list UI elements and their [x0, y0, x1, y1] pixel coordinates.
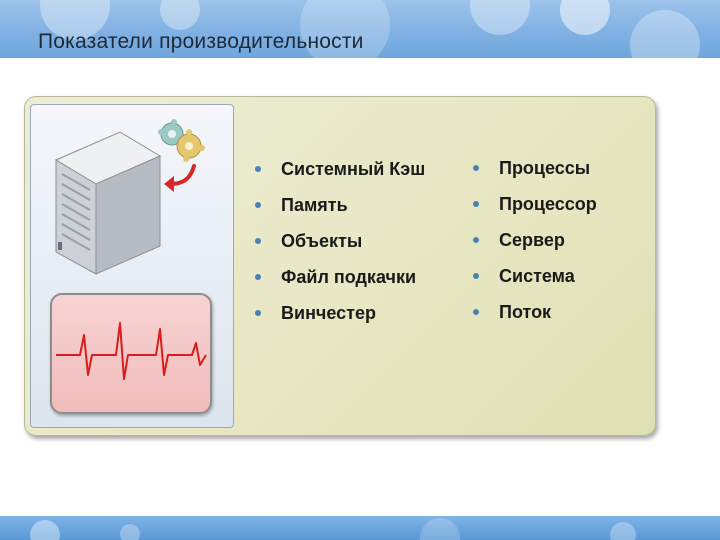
slide-title: Показатели производительности	[38, 30, 364, 53]
decor-bubble	[30, 520, 60, 540]
server-illustration	[54, 119, 205, 275]
list-item-text: Винчестер	[281, 303, 376, 323]
bullet-list-left: Системный Кэш Память Объекты Файл подкач…	[255, 157, 425, 337]
heartbeat-monitor-icon	[50, 293, 212, 414]
list-item: Системный Кэш	[255, 157, 425, 193]
list-item-text: Объекты	[281, 231, 363, 251]
list-item-text: Системный Кэш	[281, 159, 426, 179]
bullet-icon	[473, 165, 479, 171]
decor-bubble	[470, 0, 530, 35]
bullet-icon	[255, 274, 261, 280]
header-band	[0, 0, 720, 58]
bullet-icon	[255, 310, 261, 316]
decor-bubble	[560, 0, 610, 35]
bullet-icon	[255, 238, 261, 244]
bullet-icon	[473, 309, 479, 315]
list-item-text: Процессы	[499, 158, 591, 178]
list-item: Память	[255, 193, 425, 229]
decor-bubble	[610, 522, 636, 540]
list-item-text: Поток	[499, 302, 552, 322]
bullet-icon	[255, 166, 261, 172]
decor-bubble	[120, 524, 140, 540]
decor-bubble	[630, 10, 700, 58]
list-item: Объекты	[255, 229, 425, 265]
bullet-icon	[255, 202, 261, 208]
bullet-list-right: Процессы Процессор Сервер Система Поток	[473, 156, 597, 336]
server-icon	[54, 131, 162, 275]
list-item-text: Файл подкачки	[281, 267, 417, 287]
list-item: Поток	[473, 300, 597, 336]
decor-bubble	[160, 0, 200, 30]
bullet-icon	[473, 201, 479, 207]
list-item: Система	[473, 264, 597, 300]
footer-band	[0, 516, 720, 540]
gear-icon	[158, 119, 205, 162]
list-item-text: Сервер	[499, 230, 565, 250]
list-item: Сервер	[473, 228, 597, 264]
list-item-text: Процессор	[499, 194, 597, 214]
list-item-text: Память	[281, 195, 348, 215]
bullet-icon	[473, 237, 479, 243]
decor-bubble	[300, 0, 390, 58]
list-item: Винчестер	[255, 301, 425, 337]
curved-arrow-head	[164, 176, 174, 192]
list-item: Файл подкачки	[255, 265, 425, 301]
heartbeat-line	[56, 322, 207, 380]
bullet-icon	[473, 273, 479, 279]
list-item: Процессор	[473, 192, 597, 228]
list-item-text: Система	[499, 266, 575, 286]
list-item: Процессы	[473, 156, 597, 192]
decor-bubble	[420, 518, 460, 540]
